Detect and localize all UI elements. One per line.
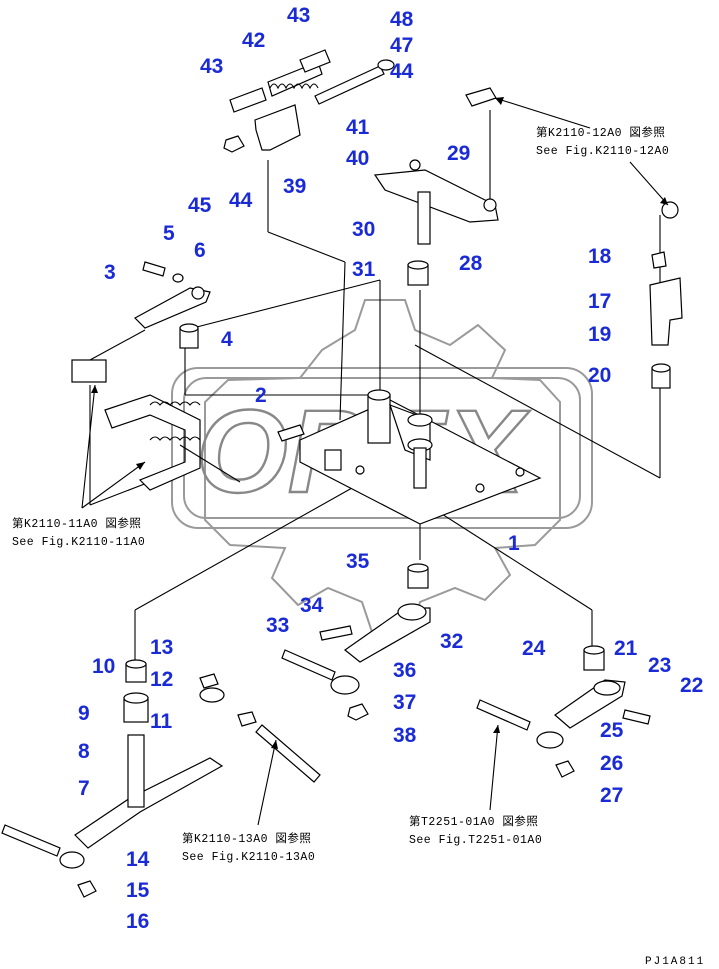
drawing-code: PJ1A811	[645, 956, 705, 968]
ref-k2110-11a0-en: See Fig.K2110-11A0	[12, 536, 145, 549]
callout-19: 19	[588, 323, 611, 346]
callout-30: 30	[352, 218, 375, 241]
parts	[1, 49, 683, 898]
callout-31: 31	[352, 258, 376, 281]
leader-lines	[89, 110, 661, 662]
callout-45: 44	[229, 189, 253, 212]
callout-27: 27	[600, 784, 623, 807]
callout-37: 37	[393, 691, 416, 714]
callout-20: 20	[588, 364, 611, 387]
bell-crank-28	[373, 169, 499, 223]
callout-3: 3	[104, 261, 116, 284]
callout-13: 13	[150, 636, 173, 659]
callout-32: 32	[440, 630, 463, 653]
callout-43: 43	[287, 4, 310, 27]
callout-14: 14	[126, 848, 150, 871]
callout-15: 15	[126, 879, 150, 902]
callout-5: 5	[163, 222, 175, 245]
ref-t2251-01a0-en: See Fig.T2251-01A0	[409, 834, 542, 847]
ref-k2110-13a0-jp: 第K2110-13A0 図参照	[182, 831, 311, 846]
callout-39: 39	[283, 175, 306, 198]
callout-21: 21	[614, 637, 638, 660]
figure-references: 第K2110-12A0 図参照 See Fig.K2110-12A0 第K211…	[12, 125, 669, 864]
ref-k2110-12a0-jp: 第K2110-12A0 図参照	[536, 125, 665, 140]
spring-bracket	[104, 394, 201, 491]
callout-18: 18	[588, 245, 612, 268]
ref-k2110-11a0-jp: 第K2110-11A0 図参照	[12, 516, 141, 531]
callout-2: 2	[255, 384, 267, 407]
callout-29: 29	[447, 142, 470, 165]
callout-24: 24	[522, 637, 546, 660]
callout-4: 4	[221, 328, 233, 351]
callout-41: 41	[346, 116, 370, 139]
callout-10: 10	[92, 655, 115, 678]
callouts: 43 42 43 48 47 44 41 40 29 39 45 44 30 2…	[78, 4, 703, 933]
callout-43: 43	[200, 55, 223, 78]
callout-42: 42	[242, 29, 265, 52]
callout-34: 34	[300, 594, 324, 617]
callout-28: 28	[459, 252, 483, 275]
callout-38: 38	[393, 724, 417, 747]
callout-25: 25	[600, 719, 624, 742]
callout-40: 40	[346, 147, 369, 170]
callout-17: 17	[588, 290, 611, 313]
rod-44	[314, 65, 385, 105]
lever-3	[134, 287, 211, 329]
callout-12: 12	[150, 668, 173, 691]
callout-16: 16	[126, 910, 149, 933]
callout-48: 48	[390, 8, 414, 31]
callout-44: 44	[390, 60, 414, 83]
callout-36: 36	[393, 659, 416, 682]
ref-k2110-12a0-en: See Fig.K2110-12A0	[536, 145, 669, 158]
lever-17	[649, 277, 683, 346]
callout-6: 6	[194, 239, 206, 262]
callout-8: 8	[78, 740, 90, 763]
callout-1: 1	[508, 532, 520, 555]
reference-arrows	[81, 97, 669, 826]
ref-k2110-13a0-en: See Fig.K2110-13A0	[182, 851, 315, 864]
callout-46: 45	[188, 194, 212, 217]
bracket-39	[254, 104, 301, 151]
ref-t2251-01a0-jp: 第T2251-01A0 図参照	[409, 814, 538, 829]
watermark-badge	[171, 367, 593, 529]
watermark-gear	[204, 299, 561, 633]
callout-33: 33	[266, 614, 289, 637]
callout-26: 26	[600, 752, 623, 775]
callout-35: 35	[346, 550, 370, 573]
callout-47: 47	[390, 34, 413, 57]
bolt-2	[277, 424, 305, 442]
callout-9: 9	[78, 702, 90, 725]
lever-32	[343, 607, 431, 663]
callout-22: 22	[680, 674, 703, 697]
callout-7: 7	[78, 777, 90, 800]
callout-23: 23	[648, 654, 671, 677]
callout-11: 11	[150, 710, 173, 733]
